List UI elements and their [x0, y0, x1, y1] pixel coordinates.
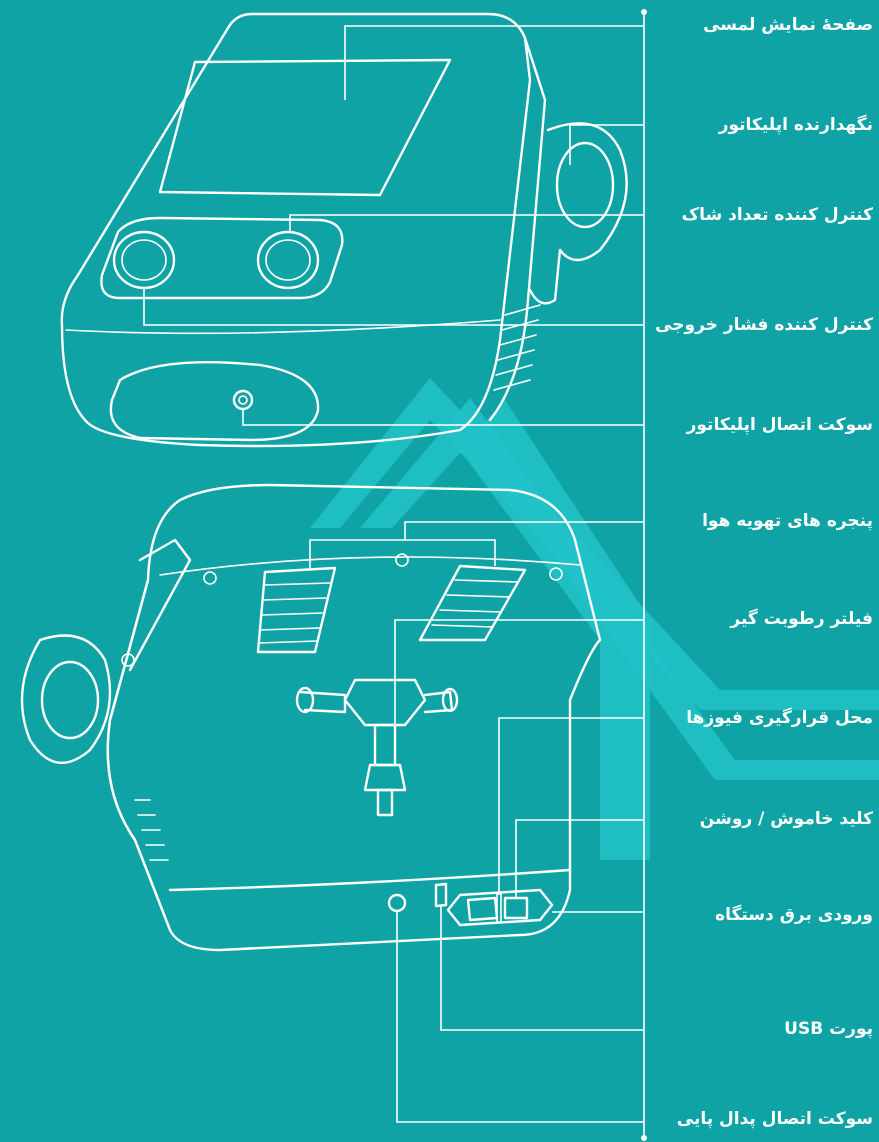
label-moisture-filter: فیلتر رطوبت گیر [645, 608, 873, 630]
front-body-side [490, 38, 545, 420]
front-lower-panel [111, 362, 318, 440]
moisture-filter-assembly [297, 680, 457, 815]
applicator-holder-cradle [530, 123, 627, 303]
filter-stem [375, 725, 395, 765]
rear-holder-ring [42, 662, 98, 738]
foot-pedal-socket-port [389, 895, 405, 911]
front-body-outline [62, 14, 530, 446]
filter-right-arm [425, 692, 452, 712]
label-fuse-holder: محل قرارگیری فیوزها [645, 707, 873, 729]
shock-count-knob-inner [266, 240, 310, 280]
usb-port-slot [436, 884, 446, 906]
rear-applicator-holder [130, 540, 190, 670]
label-output-pressure-control: کنترل کننده فشار خروجی [645, 314, 873, 336]
filter-left-arm [300, 692, 345, 712]
power-switch-body [505, 898, 527, 918]
pressure-knob-inner [122, 240, 166, 280]
front-side-vents [494, 305, 540, 390]
chevron-stripe-inner [460, 400, 650, 860]
power-inlet-socket [468, 898, 497, 920]
screw-center [396, 554, 408, 566]
rear-top-edge [160, 557, 580, 575]
callout-spine-bottom-dot [641, 1135, 647, 1141]
applicator-socket-port-inner [239, 396, 247, 404]
screw-left [204, 572, 216, 584]
filter-bowl [365, 765, 405, 790]
applicator-socket-port [234, 391, 252, 409]
vent-right [420, 566, 525, 640]
leader-touch-screen [345, 26, 644, 100]
knob-panel [101, 218, 342, 298]
label-touch-screen: صفحهٔ نمایش لمسی [645, 14, 873, 36]
label-applicator-holder: نگهدارنده اپلیکاتور [645, 114, 873, 136]
touch-screen-panel [160, 60, 450, 195]
label-shock-count-control: کنترل کننده تعداد شاک [645, 204, 873, 226]
leader-output-pressure [144, 288, 644, 325]
label-foot-pedal-socket: سوکت اتصال پدال پایی [645, 1108, 873, 1130]
label-ventilation-windows: پنجره های تهویه هوا [645, 510, 873, 532]
fuse-holder-drawer [497, 894, 501, 922]
power-module [448, 890, 552, 925]
label-power-switch: کلید خاموش / روشن [645, 808, 873, 830]
filter-body [345, 680, 425, 725]
rear-side-panel [108, 580, 170, 930]
leader-ventilation-right [405, 540, 495, 566]
vent-left [258, 568, 335, 652]
filter-drain [378, 790, 392, 815]
label-usb-port: پورت USB [645, 1018, 873, 1040]
leader-shock-count [290, 215, 644, 232]
rear-lower-panel-top [170, 870, 570, 890]
label-power-inlet: ورودی برق دستگاه [645, 904, 873, 926]
leader-foot-pedal [397, 911, 644, 1122]
front-body-divider [66, 320, 500, 333]
label-applicator-socket: سوکت اتصال اپلیکاتور [645, 414, 873, 436]
